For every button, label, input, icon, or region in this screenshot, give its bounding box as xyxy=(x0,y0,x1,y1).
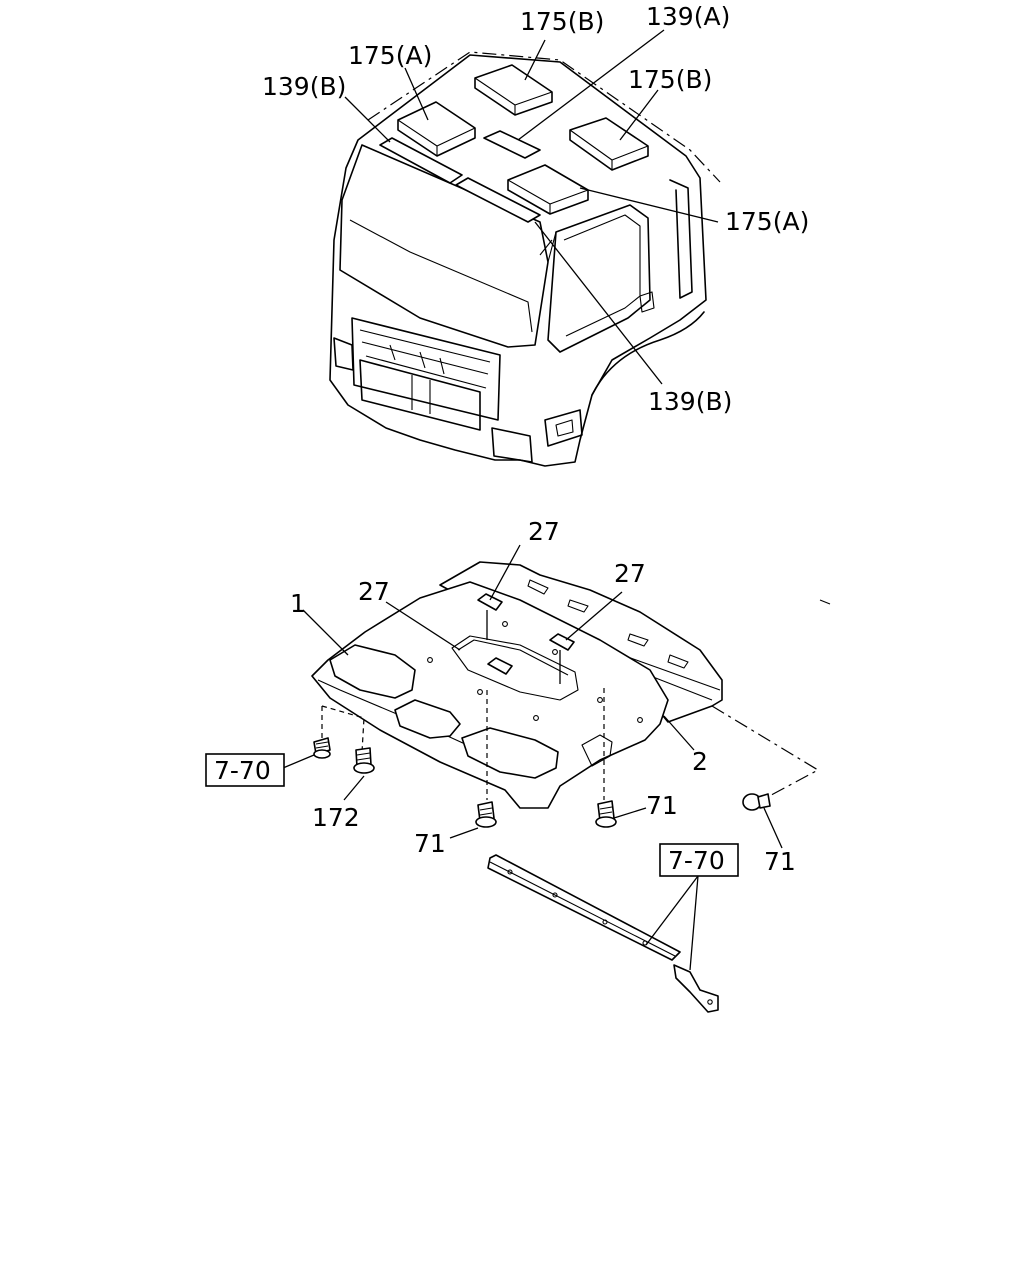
pad-175b-right xyxy=(569,117,649,171)
label-175a-right: 175(A) xyxy=(725,207,809,236)
label-139b-bottom: 139(B) xyxy=(648,387,732,416)
cab-leaders xyxy=(344,29,719,385)
bottom-rail xyxy=(487,854,719,1013)
screw-left xyxy=(313,737,331,759)
clip-71-center xyxy=(475,801,497,828)
label-71-center: 71 xyxy=(414,829,446,858)
main-panel xyxy=(311,581,669,809)
label-175b-top: 175(B) xyxy=(520,7,604,36)
clip-71-far xyxy=(742,793,771,811)
label-2: 2 xyxy=(692,747,708,776)
label-ref-right: 7-70 xyxy=(668,846,725,875)
label-1: 1 xyxy=(290,589,306,618)
label-175b-right: 175(B) xyxy=(628,65,712,94)
label-139a: 139(A) xyxy=(646,2,730,31)
label-139b-left: 139(B) xyxy=(262,72,346,101)
strip-139b-right xyxy=(455,177,541,223)
label-27-left: 27 xyxy=(358,577,390,606)
ref-box-right xyxy=(659,843,739,877)
ref-box-left xyxy=(205,753,285,787)
label-172: 172 xyxy=(312,803,360,832)
label-71-right: 71 xyxy=(646,791,678,820)
clip-71-right xyxy=(595,800,617,828)
headlining-panel xyxy=(311,561,831,809)
headlining-leaders xyxy=(282,544,783,971)
pad-175a-top xyxy=(397,101,476,157)
label-71-far: 71 xyxy=(764,847,796,876)
label-ref-left: 7-70 xyxy=(214,756,271,785)
clips-27 xyxy=(477,593,575,684)
label-27-right: 27 xyxy=(614,559,646,588)
pad-175b-top xyxy=(474,64,553,116)
bolt-172 xyxy=(353,747,375,774)
label-27-top: 27 xyxy=(528,517,560,546)
roof-pads xyxy=(379,64,649,223)
label-175a-top: 175(A) xyxy=(348,41,432,70)
assembly-lines xyxy=(321,688,820,801)
truck-cab xyxy=(329,51,721,467)
fasteners xyxy=(313,737,771,828)
strip-139a xyxy=(483,130,541,159)
pad-175a-right xyxy=(507,164,589,215)
